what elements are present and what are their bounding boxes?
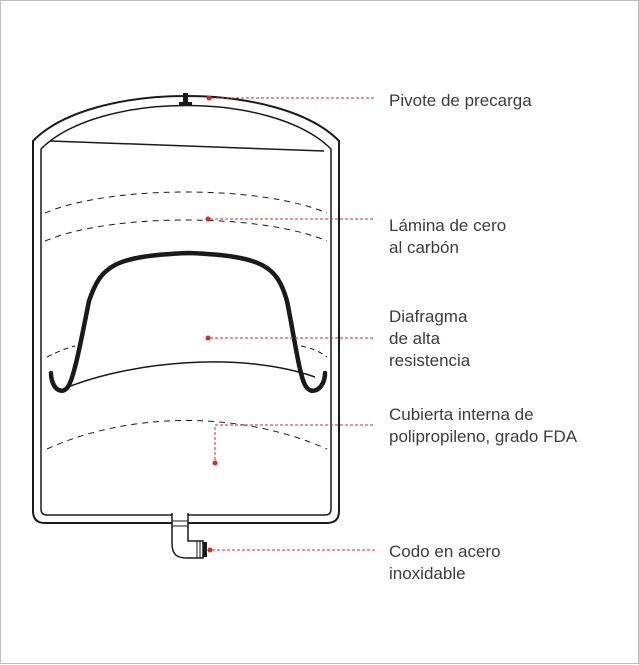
tank-inner-shell — [40, 104, 332, 516]
callout-carbon-sheet — [205, 216, 375, 222]
label-carbon-sheet: Lámina de cero al carbón — [389, 215, 506, 259]
label-liner: Cubierta interna de polipropileno, grado… — [389, 404, 577, 448]
label-line: Codo en acero — [389, 542, 501, 561]
label-line: al carbón — [389, 238, 459, 257]
diaphragm-lower-boundary — [62, 361, 316, 390]
callout-dot — [212, 460, 218, 466]
label-line: inoxidable — [389, 564, 466, 583]
callout-dot — [205, 216, 211, 222]
elbow-thread-end — [203, 542, 207, 557]
precharge-valve-stem — [183, 93, 188, 103]
diaphragm-right-dashed-edge — [300, 345, 328, 358]
label-line: Pivote de precarga — [389, 91, 532, 110]
precharge-valve-base — [179, 102, 192, 105]
callout-elbow — [207, 547, 375, 553]
callout-dot — [206, 95, 212, 101]
callout-diaphragm — [205, 335, 375, 341]
callout-dot — [205, 335, 211, 341]
callout-dot — [207, 547, 213, 553]
diaphragm-left-dashed-edge — [46, 345, 76, 358]
label-diaphragm: Diafragma de alta resistencia — [389, 306, 470, 372]
liner-dashed-line — [46, 420, 328, 450]
label-line: Diafragma — [389, 307, 468, 326]
label-line: resistencia — [389, 351, 471, 370]
carbon-sheet-upper-dashed-line — [44, 191, 328, 214]
tank-outer-shell — [32, 95, 340, 524]
callout-precharge-valve — [206, 95, 375, 101]
label-precharge-valve: Pivote de precarga — [389, 90, 532, 112]
label-line: Lámina de cero — [389, 216, 507, 235]
label-line: Cubierta interna de — [389, 405, 534, 424]
elbow-pipe — [171, 513, 204, 559]
diaphragm-shape — [48, 250, 328, 393]
callout-liner — [212, 424, 375, 466]
dome-separator-line — [49, 140, 325, 152]
carbon-sheet-lower-dashed-line — [44, 219, 328, 242]
label-elbow: Codo en acero inoxidable — [389, 541, 501, 585]
label-line: de alta — [389, 329, 441, 348]
label-line: polipropileno, grado FDA — [389, 427, 578, 446]
